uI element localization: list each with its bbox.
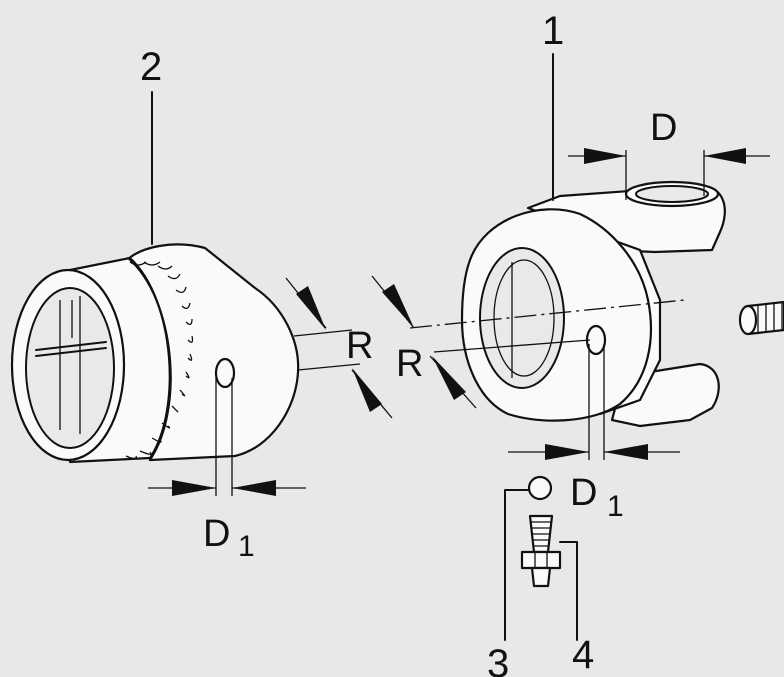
threaded-stud [738,300,784,336]
dimension-d [568,148,770,200]
weld-bead [125,261,194,460]
dimension-d1-right [508,344,680,460]
dimension-r-right [371,275,591,409]
dimension-d1-left [148,378,306,496]
part-2-cross-hole [214,357,236,389]
label-dim-d1-right-sub: 1 [607,490,624,523]
part-3-ball [504,475,553,641]
part-4-grease-nipple [520,514,578,641]
label-dim-d1-right-main: D [570,472,597,514]
label-dim-r-left: R [346,325,373,367]
part-1-yoke [409,53,726,428]
label-part-3: 3 [487,642,509,677]
label-dim-d1-left-main: D [203,513,230,555]
dimension-r-left [285,277,393,419]
label-part-1: 1 [542,9,564,53]
label-dim-d: D [650,107,677,149]
label-dim-d1-left-sub: 1 [238,530,255,563]
part-1-central-bore [479,247,565,389]
label-part-4: 4 [572,633,594,677]
part-2-sleeve [10,91,300,464]
label-dim-r-right: R [396,343,423,385]
label-part-2: 2 [140,45,162,89]
